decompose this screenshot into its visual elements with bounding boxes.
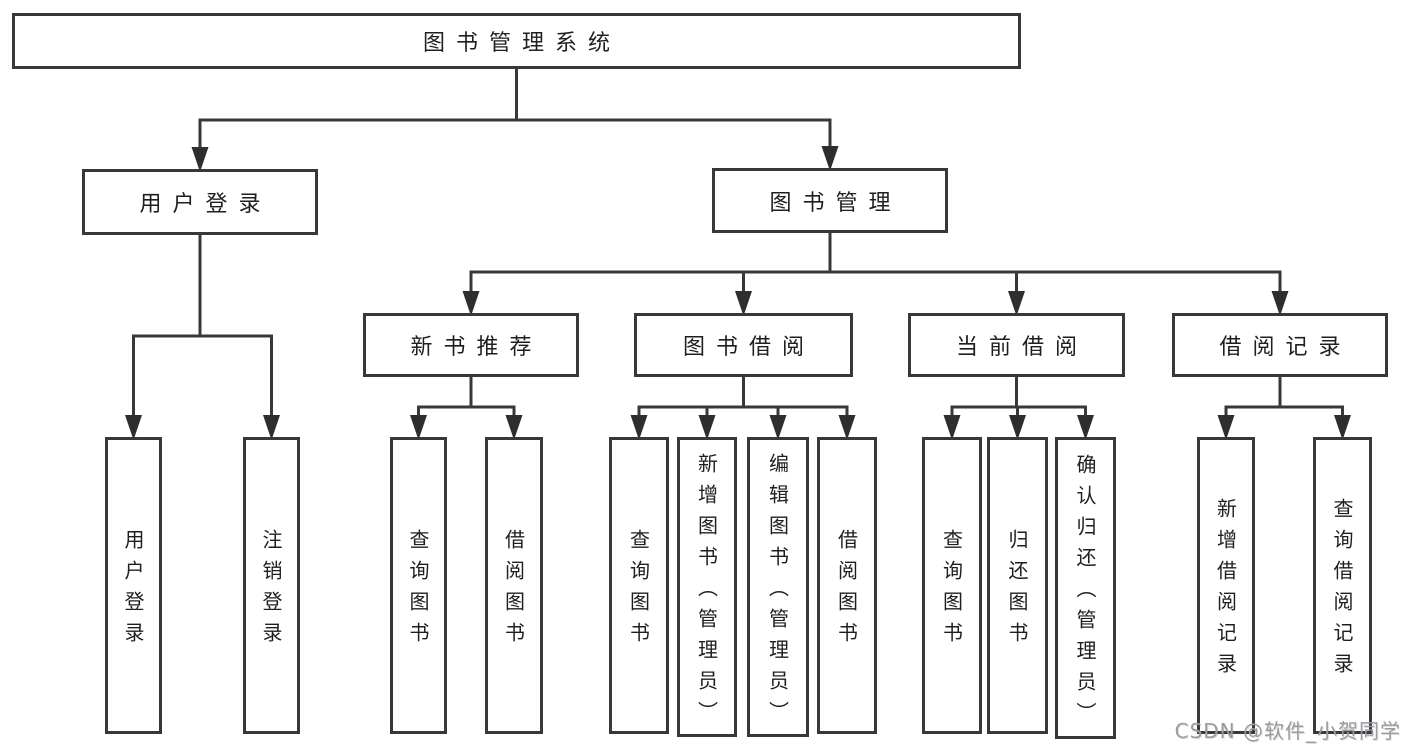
node-book-management: 图书管理 bbox=[712, 168, 948, 233]
arrowhead-icon bbox=[1077, 415, 1094, 440]
arrowhead-icon bbox=[410, 415, 427, 440]
arrowhead-icon bbox=[1271, 291, 1289, 316]
node-book-borrowing: 图书借阅 bbox=[634, 313, 853, 377]
node-label-leaf-add-book: 新增图书（管理员） bbox=[694, 453, 719, 732]
arrowhead-icon bbox=[769, 415, 787, 440]
node-label-leaf-query-book-1: 查询图书 bbox=[406, 529, 430, 653]
node-label-leaf-confirm-return: 确认归还（管理员） bbox=[1073, 454, 1097, 733]
csdn-watermark: CSDN @软件_小贺同学 bbox=[1174, 719, 1401, 743]
node-label-leaf-logout: 注销登录 bbox=[259, 529, 283, 653]
node-leaf-add-book: 新增图书（管理员） bbox=[677, 437, 737, 737]
arrowhead-icon bbox=[1217, 415, 1235, 440]
node-label-root: 图书管理系统 bbox=[422, 31, 621, 56]
arrowhead-icon bbox=[125, 415, 142, 440]
node-leaf-confirm-return: 确认归还（管理员） bbox=[1055, 437, 1116, 739]
node-label-leaf-return-book: 归还图书 bbox=[1005, 529, 1029, 653]
node-user-login: 用户登录 bbox=[82, 169, 318, 235]
node-label-book-borrowing: 图书借阅 bbox=[682, 335, 815, 360]
arrowhead-icon bbox=[630, 415, 648, 440]
node-new-book-recommend: 新书推荐 bbox=[363, 313, 579, 377]
node-label-book-management: 图书管理 bbox=[769, 190, 902, 216]
node-leaf-query-book-2: 查询图书 bbox=[609, 437, 669, 734]
node-label-leaf-query-book-3: 查询图书 bbox=[939, 529, 964, 653]
node-leaf-return-book: 归还图书 bbox=[987, 437, 1048, 734]
arrowhead-icon bbox=[698, 415, 716, 440]
node-label-leaf-user-login: 用户登录 bbox=[121, 529, 145, 653]
node-leaf-edit-book: 编辑图书（管理员） bbox=[747, 437, 809, 737]
node-leaf-user-login: 用户登录 bbox=[105, 437, 162, 734]
node-leaf-query-book-1: 查询图书 bbox=[390, 437, 447, 734]
node-borrowing-records: 借阅记录 bbox=[1172, 313, 1388, 377]
arrowhead-icon bbox=[191, 147, 209, 172]
arrowhead-icon bbox=[821, 146, 839, 171]
node-label-leaf-edit-book: 编辑图书（管理员） bbox=[765, 453, 790, 732]
arrowhead-icon bbox=[1334, 415, 1351, 440]
arrowhead-icon bbox=[735, 291, 752, 316]
node-label-leaf-query-record: 查询借阅记录 bbox=[1330, 498, 1354, 684]
node-leaf-borrow-book-1: 借阅图书 bbox=[485, 437, 543, 734]
node-label-leaf-borrow-book-1: 借阅图书 bbox=[501, 529, 526, 653]
node-label-new-book-recommend: 新书推荐 bbox=[410, 335, 543, 360]
arrowhead-icon bbox=[943, 415, 961, 440]
node-label-leaf-query-book-2: 查询图书 bbox=[626, 529, 651, 653]
node-leaf-logout: 注销登录 bbox=[243, 437, 300, 734]
node-label-current-borrowing: 当前借阅 bbox=[955, 335, 1088, 360]
node-label-user-login: 用户登录 bbox=[139, 192, 272, 217]
arrowhead-icon bbox=[263, 415, 280, 440]
node-leaf-borrow-book-2: 借阅图书 bbox=[817, 437, 877, 734]
arrowhead-icon bbox=[1008, 291, 1025, 316]
node-current-borrowing: 当前借阅 bbox=[908, 313, 1125, 377]
node-label-borrowing-records: 借阅记录 bbox=[1219, 335, 1352, 360]
arrowhead-icon bbox=[505, 415, 523, 440]
node-leaf-add-record: 新增借阅记录 bbox=[1197, 437, 1255, 734]
node-label-leaf-borrow-book-2: 借阅图书 bbox=[834, 529, 859, 653]
node-leaf-query-book-3: 查询图书 bbox=[922, 437, 982, 734]
node-label-leaf-add-record: 新增借阅记录 bbox=[1213, 498, 1238, 684]
node-leaf-query-record: 查询借阅记录 bbox=[1313, 437, 1372, 734]
arrowhead-icon bbox=[462, 291, 480, 316]
arrowhead-icon bbox=[1009, 415, 1026, 440]
arrowhead-icon bbox=[838, 415, 856, 440]
node-root: 图书管理系统 bbox=[12, 13, 1021, 69]
